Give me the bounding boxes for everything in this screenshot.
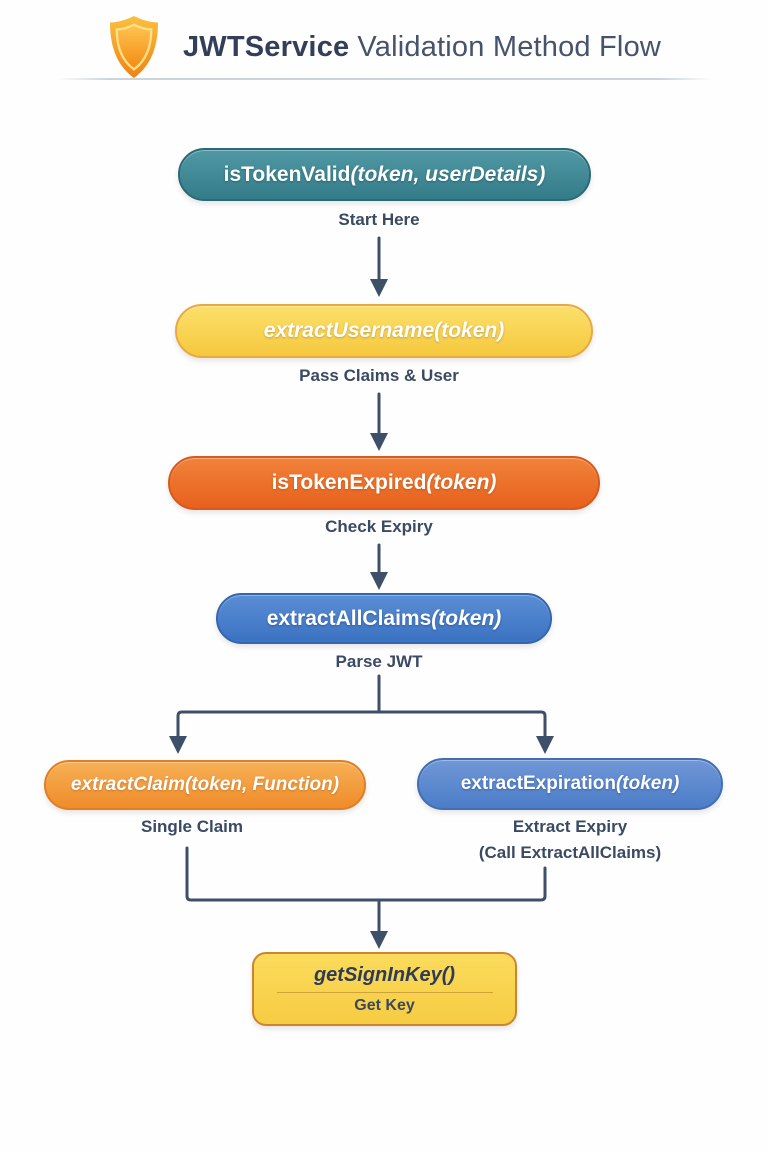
node-args: (token, userDetails) (350, 162, 546, 186)
node-inner-divider (276, 991, 493, 993)
node-label-group: getSignInKey() (314, 964, 455, 987)
node-label: extractClaim (70, 774, 185, 795)
node-is-token-valid: isTokenValid(token, userDetails) (178, 148, 591, 201)
page-title-rest: Validation Method Flow (357, 30, 662, 63)
arrow-username-head (370, 433, 388, 451)
node-label: extractUsername (263, 319, 435, 342)
node-args: (token) (431, 606, 502, 630)
branch-left-head (169, 736, 187, 754)
node-is-token-expired: isTokenExpired(token) (168, 456, 600, 510)
arrow-start-head (370, 279, 388, 297)
node-label: isTokenExpired (271, 471, 427, 494)
node-label: extractExpiration (460, 773, 616, 794)
caption-check-expiry: Check Expiry (325, 517, 433, 536)
node-label: getSignInKey (313, 963, 442, 986)
node-label: isTokenValid (223, 162, 351, 186)
branch-bracket (176, 710, 547, 740)
node-extract-claim: extractClaim(token, Function) (44, 760, 366, 810)
arrow-expired-head (370, 572, 388, 590)
node-args: () (441, 963, 456, 986)
node-args: (token) (615, 773, 680, 794)
caption-single-claim: Single Claim (140, 817, 244, 836)
node-args: (token, Function) (184, 774, 340, 795)
shield-icon (109, 16, 158, 78)
node-label: extractAllClaims (266, 606, 432, 630)
caption-start-here: Start Here (338, 210, 420, 229)
page-title-strong: JWTService (182, 30, 350, 63)
caption-get-key: Get Key (354, 996, 415, 1014)
node-extract-all-claims: extractAllClaims(token) (216, 593, 552, 644)
caption-parse-jwt: Parse JWT (335, 652, 423, 671)
node-args: (token) (434, 319, 505, 342)
node-extract-username: extractUsername(token) (175, 304, 593, 358)
merge-arrow-head (370, 931, 388, 949)
branch-right-head (536, 736, 554, 754)
caption-extract-expiry: Extract Expiry (512, 817, 628, 836)
node-get-sign-in-key: getSignInKey() Get Key (252, 952, 517, 1026)
caption-call-extract-all-claims: (Call ExtractAllClaims) (478, 843, 662, 862)
header-divider (57, 78, 713, 80)
node-args: (token) (426, 471, 497, 494)
node-extract-expiration: extractExpiration(token) (417, 758, 723, 810)
caption-pass-claims: Pass Claims & User (299, 366, 459, 385)
